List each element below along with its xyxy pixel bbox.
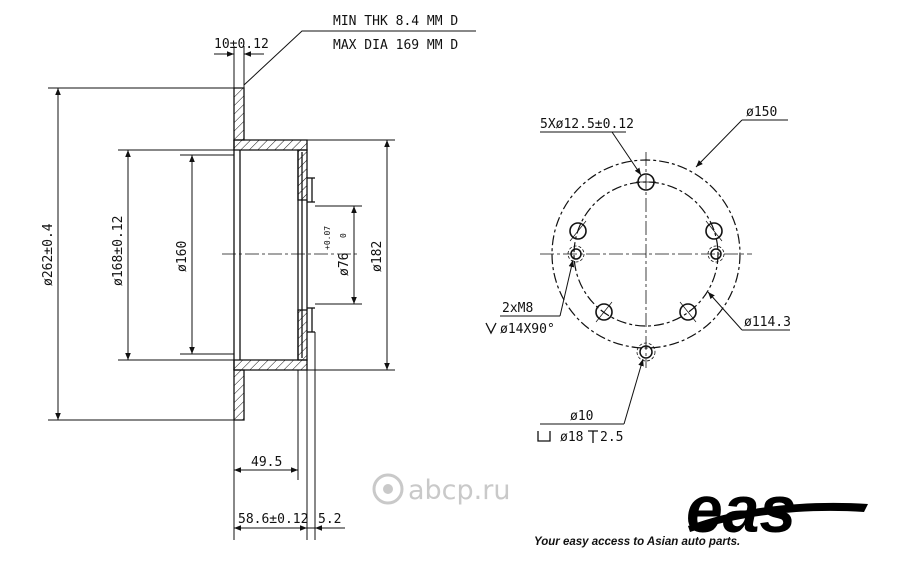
diameter-150-label: ø150 xyxy=(746,105,777,120)
countersink-icon xyxy=(485,322,497,335)
depth-49-label: 49.5 xyxy=(251,455,282,470)
pin-diameter-label: ø10 xyxy=(570,409,593,424)
pin-hole xyxy=(636,342,656,362)
bore-tolerance-upper: +0.07 xyxy=(323,226,332,250)
offset-5-label: 5.2 xyxy=(318,512,341,527)
center-bore-label: ø76 xyxy=(337,253,352,276)
bolt-hole xyxy=(679,301,697,323)
side-view-dimensions xyxy=(48,46,395,540)
brand-logo: eas Your easy access to Asian auto parts… xyxy=(534,472,868,548)
max-diameter-note: MAX DIA 169 MM D xyxy=(333,38,458,53)
countersink-label: ø14X90° xyxy=(500,322,555,337)
front-view xyxy=(540,152,752,368)
bolt-holes-label: 5Xø12.5±0.12 xyxy=(540,117,634,132)
logo-text: eas xyxy=(686,472,796,546)
pcd-label: ø114.3 xyxy=(744,315,791,330)
bolt-hole xyxy=(705,220,723,242)
watermark: abcp.ru xyxy=(372,473,510,506)
bore-tolerance-lower: 0 xyxy=(339,233,348,238)
thread-label: 2xM8 xyxy=(502,301,533,316)
counterbore-icon xyxy=(537,431,551,442)
thickness-label: 10±0.12 xyxy=(214,37,269,52)
thread-hole xyxy=(707,245,725,263)
diameter-168-label: ø168±0.12 xyxy=(111,216,126,286)
logo-swoosh-icon xyxy=(688,502,868,532)
thread-hole xyxy=(567,245,585,263)
outer-diameter-label: ø262±0.4 xyxy=(41,223,56,286)
notes-block: MIN THK 8.4 MM D MAX DIA 169 MM D xyxy=(243,14,476,86)
bolt-hole xyxy=(595,301,613,323)
counterbore-label: ø18 xyxy=(560,430,583,445)
diameter-182-label: ø182 xyxy=(370,241,385,272)
diameter-160-label: ø160 xyxy=(175,241,190,272)
height-58-label: 58.6±0.12 xyxy=(238,512,308,527)
bolt-hole xyxy=(636,173,656,191)
bolt-hole xyxy=(569,220,587,242)
front-view-leaders xyxy=(500,119,790,425)
depth-label: 2.5 xyxy=(600,430,623,445)
watermark-text: abcp.ru xyxy=(408,475,510,506)
min-thickness-note: MIN THK 8.4 MM D xyxy=(333,14,458,29)
brand-slogan: Your easy access to Asian auto parts. xyxy=(534,536,740,548)
depth-icon xyxy=(588,430,598,443)
